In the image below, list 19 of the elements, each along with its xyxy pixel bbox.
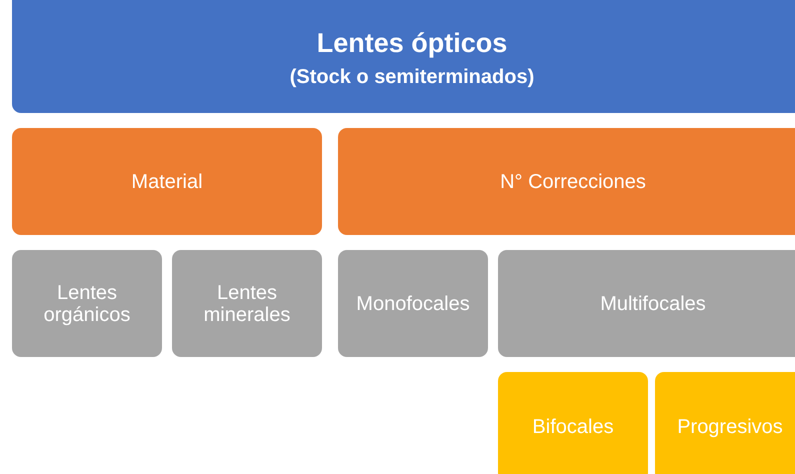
type-box	[338, 250, 488, 357]
header-title: Lentes ópticos	[316, 26, 508, 60]
box-label: N° Correcciones	[500, 170, 646, 192]
type-box	[172, 250, 322, 357]
box-label: Bifocales	[532, 416, 614, 438]
box-label: Lentes minerales	[202, 282, 292, 326]
header-subtitle: (Stock o semiterminados)	[290, 66, 534, 88]
category-box	[12, 128, 322, 235]
box-label: Lentes orgánicos	[42, 282, 132, 326]
box-label: Progresivos	[677, 416, 783, 438]
category-header	[12, 0, 795, 113]
type-box	[12, 250, 162, 357]
box-label: Monofocales	[356, 292, 470, 314]
type-box	[498, 250, 795, 357]
subtype-box	[655, 372, 795, 474]
subtype-box	[498, 372, 648, 474]
box-label: Multifocales	[600, 292, 706, 314]
box-label: Material	[131, 170, 203, 192]
category-box	[338, 128, 795, 235]
